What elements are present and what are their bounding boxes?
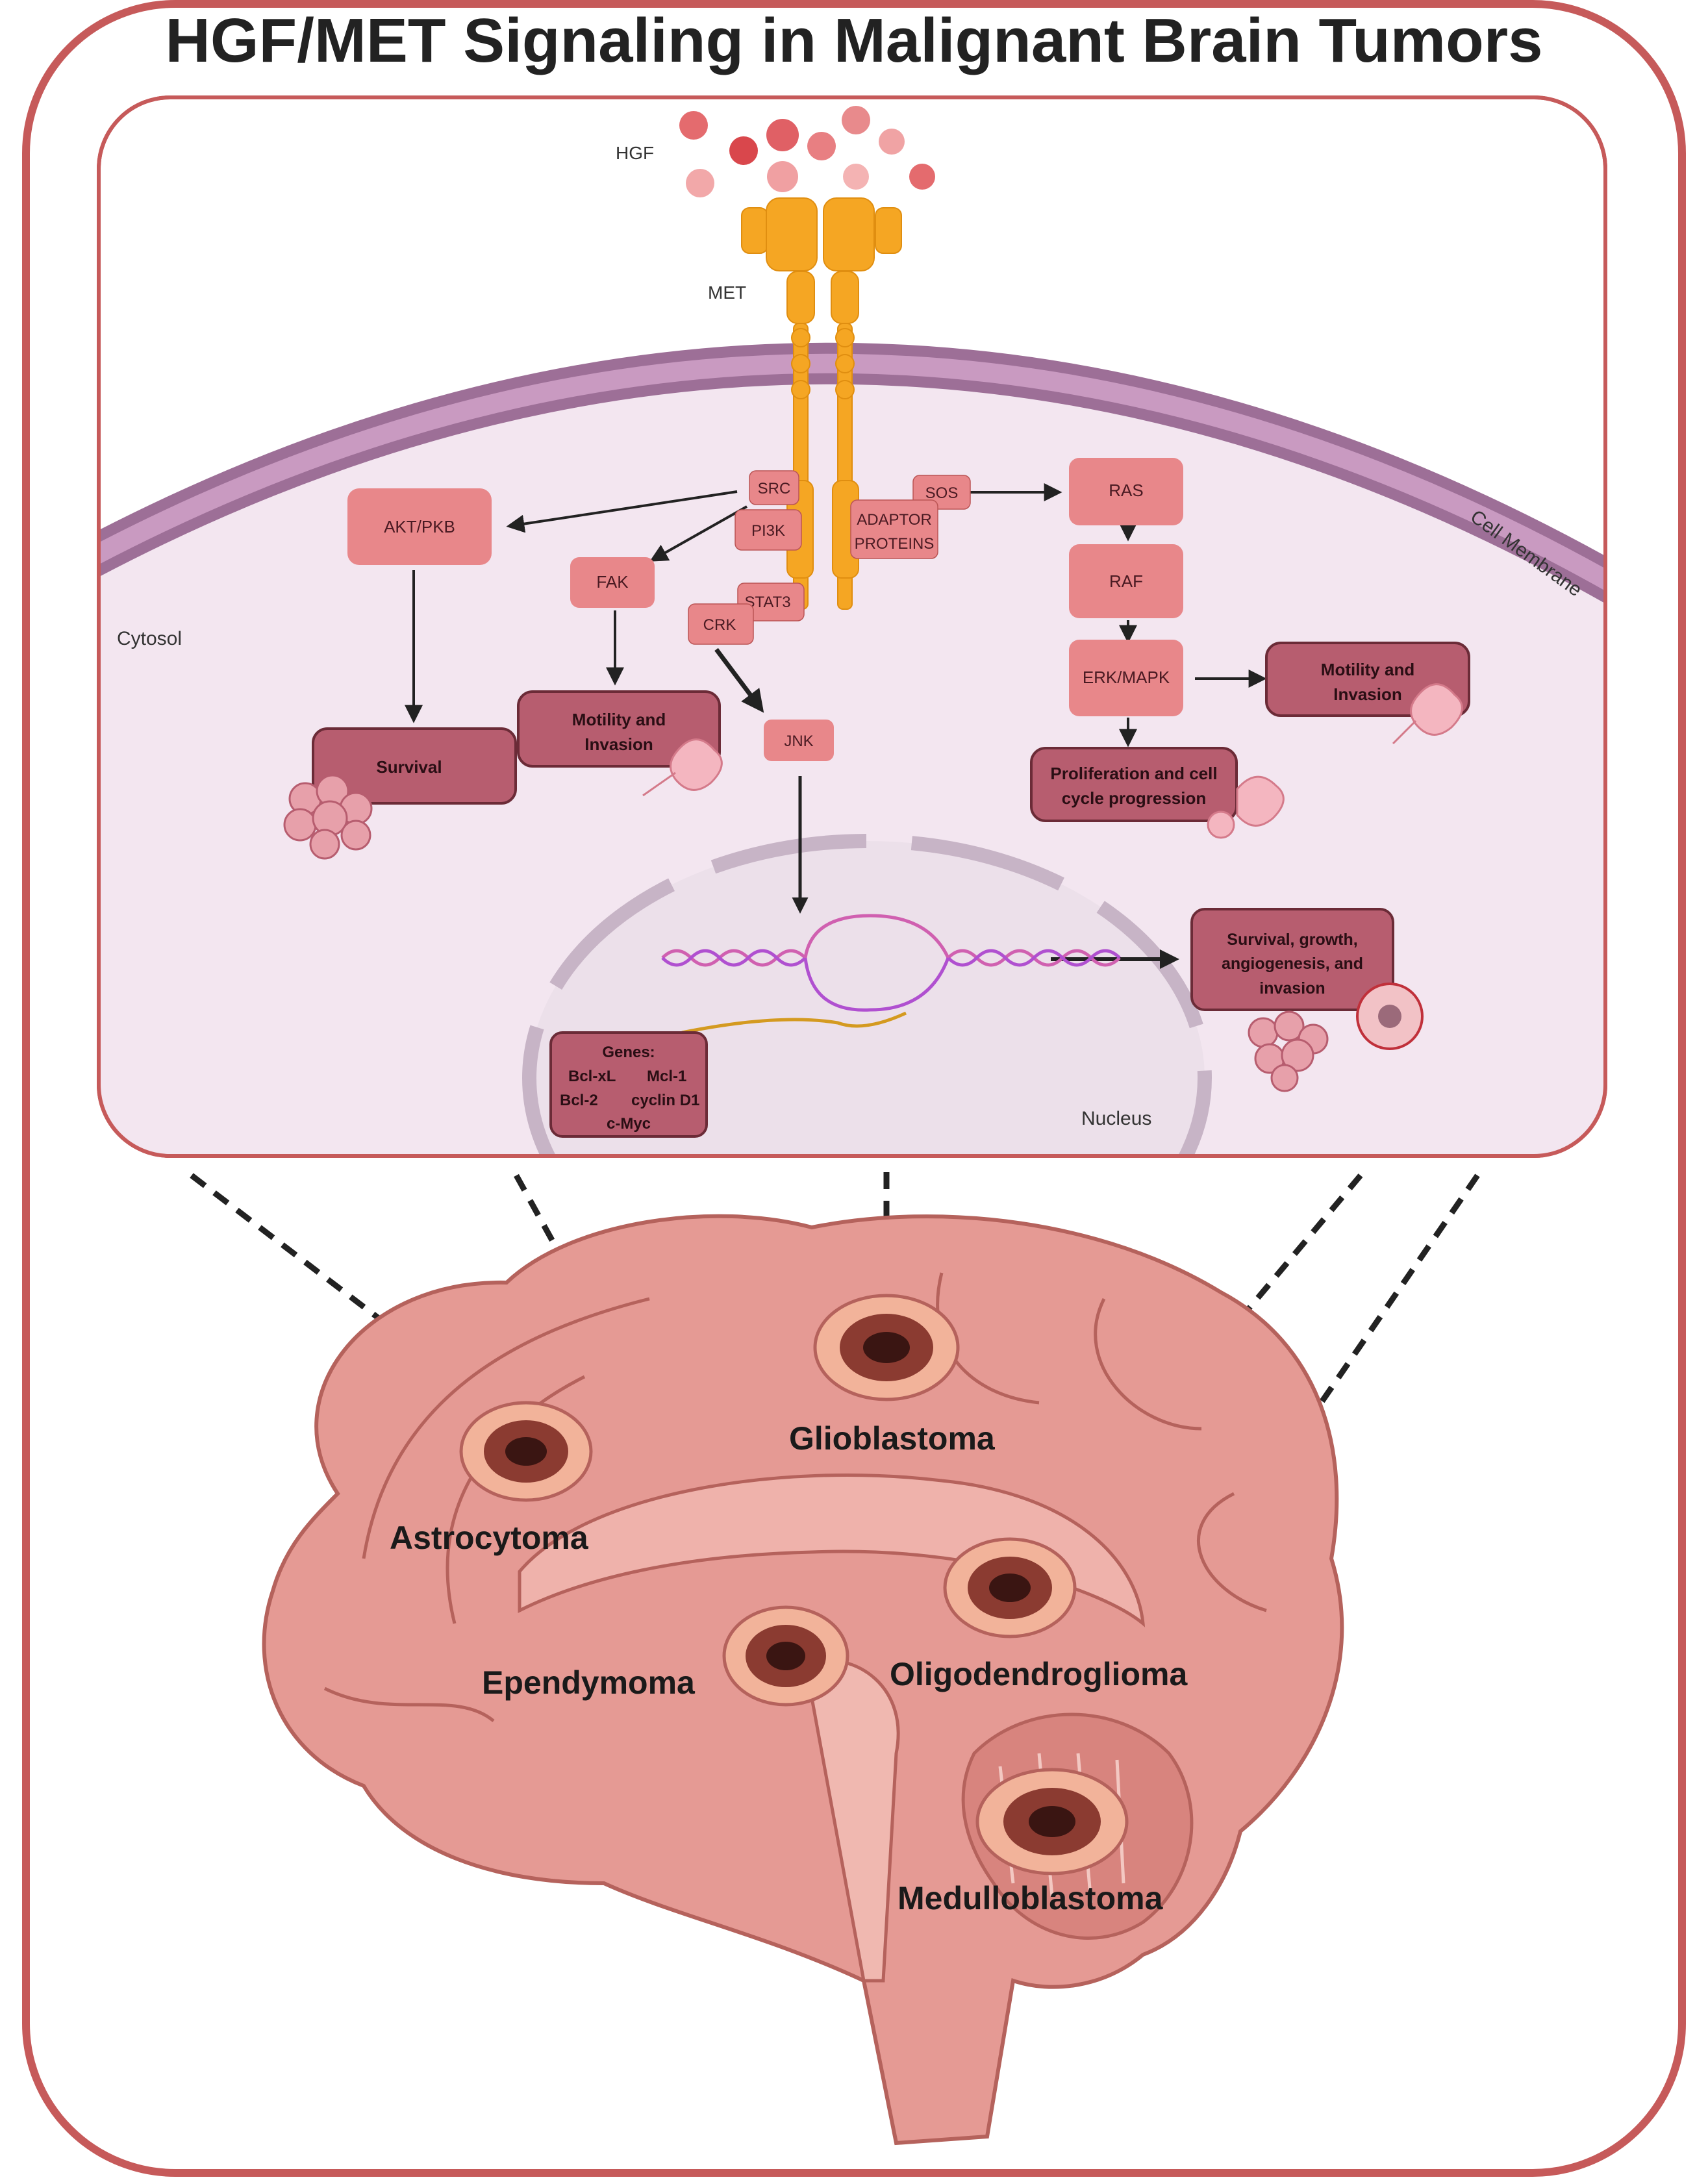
svg-text:CRK: CRK: [703, 616, 736, 634]
met-label: MET: [708, 282, 746, 303]
dna-strand: [661, 914, 1121, 1035]
tumor-astrocytoma: [459, 1401, 593, 1502]
svg-text:Mcl-1: Mcl-1: [647, 1068, 686, 1085]
svg-text:Survival: Survival: [376, 757, 442, 777]
tumor-medulloblastoma: [975, 1768, 1129, 1875]
svg-text:Survival, growth,: Survival, growth,: [1227, 931, 1357, 949]
svg-text:FAK: FAK: [596, 572, 629, 592]
cytosol-region: [99, 363, 1605, 1156]
pathway-arrows: [405, 483, 1267, 969]
svg-text:c-Myc: c-Myc: [607, 1115, 651, 1133]
svg-text:SOS: SOS: [925, 484, 959, 502]
tumor-glioblastoma: [813, 1294, 960, 1401]
crk-box: CRK: [688, 603, 754, 645]
jnk-box: JNK: [764, 720, 834, 761]
svg-text:SRC: SRC: [758, 480, 791, 497]
figure-title: HGF/MET Signaling in Malignant Brain Tum…: [166, 6, 1543, 75]
ras-box: RAS: [1069, 458, 1183, 525]
tumor-markers: [459, 1294, 1129, 1875]
svg-text:RAF: RAF: [1109, 571, 1143, 591]
tumor-ependymoma: [722, 1605, 849, 1707]
outcome-boxes: Survival Motility and Invasion Motility …: [312, 642, 1470, 1011]
erk-box: ERK/MAPK: [1069, 640, 1183, 716]
stat3-box: STAT3: [737, 583, 805, 621]
cell-cluster-icons: [283, 683, 1463, 1092]
nucleus-label: Nucleus: [1081, 1108, 1151, 1129]
label-glioblastoma: Glioblastoma: [789, 1420, 996, 1457]
svg-text:invasion: invasion: [1259, 979, 1325, 997]
svg-text:ERK/MAPK: ERK/MAPK: [1083, 668, 1170, 687]
adaptor-proteins-box: ADAPTOR PROTEINS: [850, 499, 938, 559]
genes-box: Genes: Bcl-xL Mcl-1 Bcl-2 cyclin D1 c-My…: [549, 1031, 708, 1138]
label-medulloblastoma: Medulloblastoma: [898, 1880, 1164, 1916]
svg-text:Invasion: Invasion: [1333, 684, 1401, 704]
svg-text:ADAPTOR: ADAPTOR: [857, 511, 932, 529]
svg-text:cycle progression: cycle progression: [1062, 788, 1207, 808]
svg-text:JNK: JNK: [784, 733, 813, 750]
akt-box: AKT/PKB: [347, 488, 492, 565]
nuclear-outcome-box: Survival, growth, angiogenesis, and inva…: [1190, 908, 1394, 1011]
src-box: SRC: [749, 470, 799, 505]
motility-invasion-left-box: Motility and Invasion: [517, 690, 721, 768]
survival-box: Survival: [312, 727, 517, 805]
proliferation-box: Proliferation and cell cycle progression: [1030, 747, 1238, 822]
tumor-oligodendroglioma: [943, 1537, 1077, 1638]
fak-box: FAK: [570, 557, 655, 608]
cytosol-label: Cytosol: [117, 628, 182, 649]
label-ependymoma: Ependymoma: [482, 1664, 696, 1701]
hgf-label: HGF: [616, 143, 654, 163]
tumor-labels: Astrocytoma Glioblastoma Ependymoma Olig…: [390, 1420, 1188, 1916]
label-oligodendroglioma: Oligodendroglioma: [890, 1656, 1188, 1692]
svg-text:Motility and: Motility and: [572, 710, 666, 729]
protein-boxes: AKT/PKB SRC PI3K FAK STAT3 CRK JNK SOS: [347, 458, 1183, 761]
svg-text:Genes:: Genes:: [602, 1044, 655, 1061]
cell-panel: [97, 95, 1607, 1158]
pi3k-box: PI3K: [735, 509, 802, 551]
svg-text:cyclin D1: cyclin D1: [631, 1092, 699, 1109]
svg-text:Bcl-2: Bcl-2: [560, 1092, 598, 1109]
svg-text:angiogenesis, and: angiogenesis, and: [1222, 955, 1363, 973]
hgf-ligands: [679, 106, 935, 197]
svg-text:RAS: RAS: [1109, 481, 1143, 500]
svg-text:Bcl-xL: Bcl-xL: [568, 1068, 616, 1085]
svg-text:Proliferation and cell: Proliferation and cell: [1050, 764, 1217, 783]
label-astrocytoma: Astrocytoma: [390, 1520, 589, 1556]
raf-box: RAF: [1069, 544, 1183, 618]
svg-text:Invasion: Invasion: [584, 734, 653, 754]
met-receptor: [741, 197, 902, 610]
svg-text:Motility and: Motility and: [1321, 660, 1414, 679]
svg-text:PROTEINS: PROTEINS: [855, 535, 935, 553]
svg-text:PI3K: PI3K: [751, 522, 785, 540]
svg-text:AKT/PKB: AKT/PKB: [384, 517, 455, 536]
